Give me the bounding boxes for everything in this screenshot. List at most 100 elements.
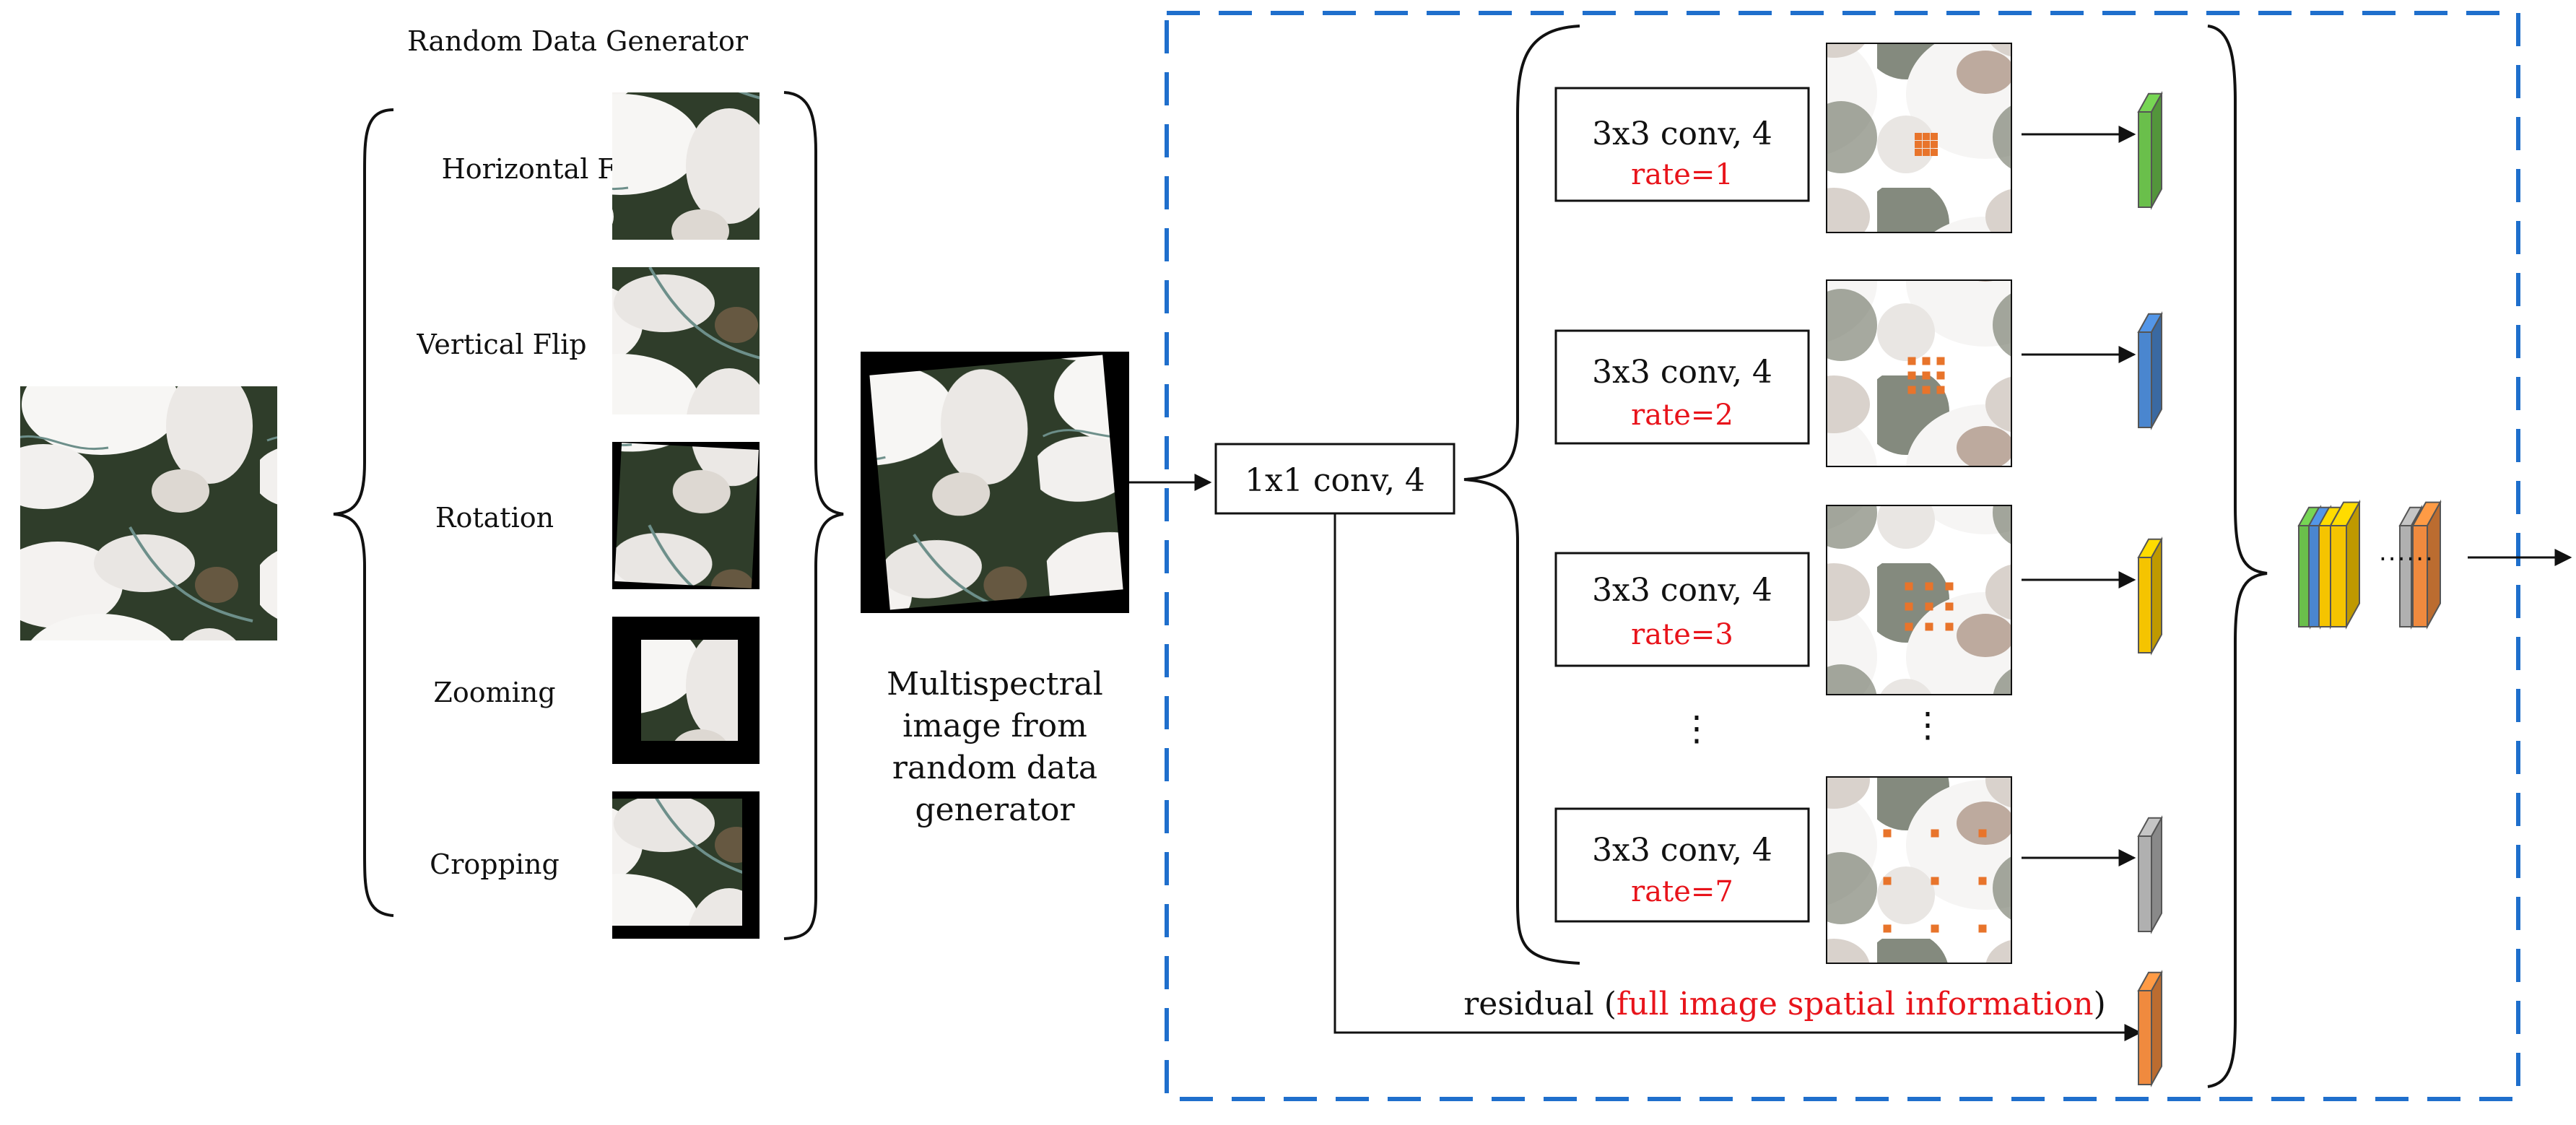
dot-rate-2 (1922, 386, 1931, 394)
multispectral-caption-2: image from (902, 708, 1087, 744)
dot-rate-3 (1905, 602, 1913, 611)
ellipsis-conv: ⋮ (1679, 708, 1714, 749)
branch-conv-label: 3x3 conv, 4 (1592, 116, 1772, 152)
dot-rate-2 (1936, 386, 1945, 394)
multispectral-caption-4: generator (915, 791, 1075, 828)
stack-block-front-front (2330, 525, 2347, 627)
residual-path (1333, 513, 2142, 1041)
branch-feature-image (1826, 505, 2012, 695)
feature-block-3 (2137, 536, 2163, 656)
feature-block-residual (2137, 969, 2163, 1087)
dot-rate-2 (1907, 386, 1916, 394)
thumb-vertical-flip (612, 267, 760, 414)
dot-rate-3 (1905, 622, 1913, 631)
stack-block-residual-front (2412, 525, 2428, 627)
dot-rate-2 (1907, 357, 1916, 365)
dot-rate-3 (1925, 602, 1933, 611)
branch-conv-box (1554, 87, 1810, 202)
step-label-cropping: Cropping (430, 848, 560, 880)
feature-block-2-front (2138, 331, 2152, 428)
branches-brace (1463, 25, 1580, 965)
generator-right-brace (783, 91, 844, 940)
dot-rate-3 (1925, 622, 1933, 631)
dot-rate-2 (1907, 371, 1916, 380)
branch-conv-label: 3x3 conv, 4 (1592, 572, 1772, 609)
branch-conv-label: 3x3 conv, 4 (1592, 354, 1772, 391)
residual-suffix: ) (2094, 986, 2106, 1022)
dot-rate-1 (1923, 141, 1930, 148)
thumb-horizontal-flip (612, 92, 760, 240)
branch-rate-label: rate=3 (1631, 618, 1733, 651)
feature-block-2-side (2151, 310, 2162, 430)
concat-ellipsis: ...... (2379, 538, 2434, 567)
dot-rate-1 (1915, 149, 1922, 156)
aspp-right-brace (2207, 25, 2268, 1088)
dot-rate-1 (1915, 133, 1922, 140)
dot-rate-7 (1883, 877, 1892, 885)
dot-rate-7 (1978, 877, 1987, 885)
step-label-zooming: Zooming (433, 677, 555, 708)
dot-rate-1 (1931, 133, 1938, 140)
dot-rate-1 (1923, 149, 1930, 156)
dot-rate-3 (1905, 582, 1913, 591)
feature-block-1-side (2151, 90, 2162, 210)
conv1x1-label: 1x1 conv, 4 (1245, 462, 1425, 499)
dot-rate-7 (1883, 829, 1892, 838)
branch-row: 3x3 conv, 4 rate=3 (1554, 505, 2136, 695)
branch-conv-box (1554, 329, 1810, 445)
branch-row: 3x3 conv, 4 rate=1 (1554, 43, 2136, 233)
dot-rate-3 (1945, 582, 1954, 591)
dot-rate-7 (1931, 924, 1939, 933)
aspp-dashed-box (1165, 11, 2520, 1101)
residual-highlight: full image spatial information (1616, 986, 2094, 1022)
dot-rate-2 (1922, 357, 1931, 365)
feature-block-residual-side (2151, 969, 2162, 1087)
feature-block-1-front (2138, 111, 2152, 208)
branch-conv-box (1554, 807, 1810, 923)
feature-block-4-side (2151, 815, 2162, 934)
feature-block-residual-front (2138, 990, 2152, 1085)
multispectral-caption-3: random data (892, 750, 1097, 786)
stack-block-front-side (2346, 499, 2360, 630)
step-label-vertical-flip: Vertical Flip (416, 329, 586, 360)
dot-rate-2 (1936, 357, 1945, 365)
feature-block-3-front (2138, 557, 2152, 653)
branch-feature-image (1826, 279, 2012, 467)
thumb-cropping (612, 791, 760, 939)
branch-conv-box (1554, 552, 1810, 667)
dot-rate-1 (1931, 141, 1938, 148)
multispectral-caption-1: Multispectral (887, 666, 1103, 703)
residual-prefix: residual ( (1463, 986, 1616, 1022)
dot-rate-1 (1915, 141, 1922, 148)
feature-block-2 (2137, 310, 2163, 430)
branch-conv-label: 3x3 conv, 4 (1592, 832, 1772, 869)
feature-block-1 (2137, 90, 2163, 210)
dot-rate-7 (1931, 829, 1939, 838)
stack-block-3-front (2318, 525, 2331, 627)
feature-block-4 (2137, 815, 2163, 934)
thumb-zooming (612, 617, 760, 764)
feature-blocks (2137, 90, 2163, 1087)
branch-feature-image (1826, 776, 2012, 964)
feature-block-3-side (2151, 536, 2162, 656)
dot-rate-7 (1978, 924, 1987, 933)
concat-stack (2297, 499, 2442, 630)
dot-rate-3 (1945, 622, 1954, 631)
dot-rate-1 (1931, 149, 1938, 156)
conv1x1-box (1214, 443, 1455, 515)
stack-block-gray-front (2399, 525, 2412, 627)
branch-rate-label: rate=1 (1631, 158, 1733, 191)
step-label-rotation: Rotation (435, 502, 554, 534)
thumb-rotation (612, 442, 760, 589)
stack-block-front (2329, 499, 2361, 630)
dot-rate-3 (1945, 602, 1954, 611)
dot-rate-1 (1923, 133, 1930, 140)
generator-title: Random Data Generator (407, 25, 749, 57)
dot-rate-3 (1925, 582, 1933, 591)
dot-rate-7 (1883, 924, 1892, 933)
generator-left-brace (333, 108, 394, 917)
residual-label: residual (full image spatial information… (1463, 986, 2106, 1022)
stack-block-residual (2411, 499, 2442, 630)
branch-row: 3x3 conv, 4 rate=7 (1554, 776, 2136, 964)
branch-rate-label: rate=2 (1631, 399, 1733, 432)
